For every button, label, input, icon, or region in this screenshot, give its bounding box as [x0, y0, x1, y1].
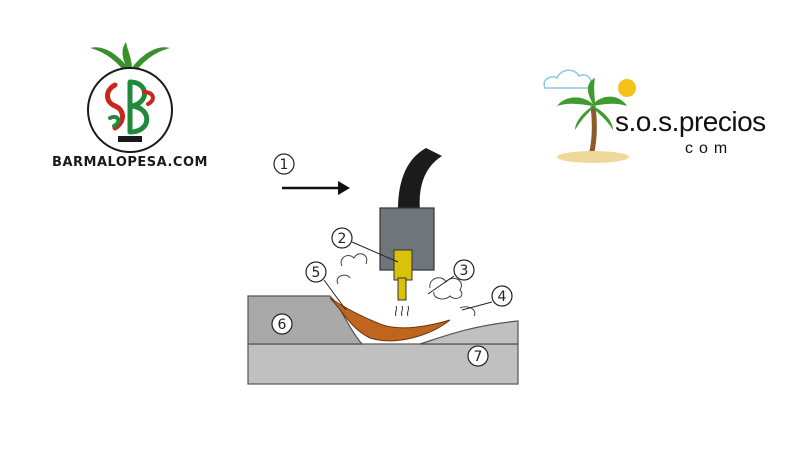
monogram-icon — [105, 79, 155, 135]
leaves-icon — [90, 42, 170, 72]
svg-text:4: 4 — [498, 289, 507, 305]
callout-2: 2 — [331, 227, 399, 263]
callout-6: 6 — [271, 313, 293, 335]
svg-text:7: 7 — [474, 349, 483, 365]
torch-body — [379, 207, 435, 271]
electrode-holder — [393, 249, 413, 281]
sos-precios-logo: s.o.s.precios com — [535, 60, 766, 170]
svg-text:2: 2 — [338, 231, 347, 247]
electrode — [397, 277, 407, 301]
brand-name: s.o.s.precios — [615, 106, 766, 137]
callout-5: 5 — [305, 261, 347, 311]
arc-icon — [394, 305, 410, 317]
callout-1: 1 — [273, 153, 295, 175]
callout-4: 4 — [461, 285, 513, 311]
barmalopesa-emblem — [87, 42, 173, 153]
seal-mark — [118, 136, 142, 142]
base-metal-right — [419, 320, 519, 345]
brand-text: BARMALOPESA.COM — [52, 155, 208, 170]
weld-pool — [329, 297, 451, 342]
welding-diagram: 1 2 3 4 5 6 7 — [230, 138, 540, 400]
welding-diagram-svg: 1 2 3 4 5 6 7 — [247, 148, 519, 385]
barmalopesa-logo: BARMALOPESA.COM — [40, 40, 220, 180]
svg-text:3: 3 — [460, 263, 469, 279]
callout-7: 7 — [467, 345, 489, 367]
callout-3: 3 — [427, 259, 475, 295]
svg-text:5: 5 — [312, 265, 321, 281]
torch-cable — [398, 148, 442, 210]
svg-text:1: 1 — [280, 157, 289, 173]
brand-tld: com — [685, 140, 734, 157]
direction-arrow-icon — [282, 181, 350, 195]
base-metal-upper — [247, 295, 364, 345]
shielding-gas-icon — [336, 253, 476, 317]
palm-island-icon — [543, 69, 636, 163]
svg-text:6: 6 — [278, 317, 287, 333]
